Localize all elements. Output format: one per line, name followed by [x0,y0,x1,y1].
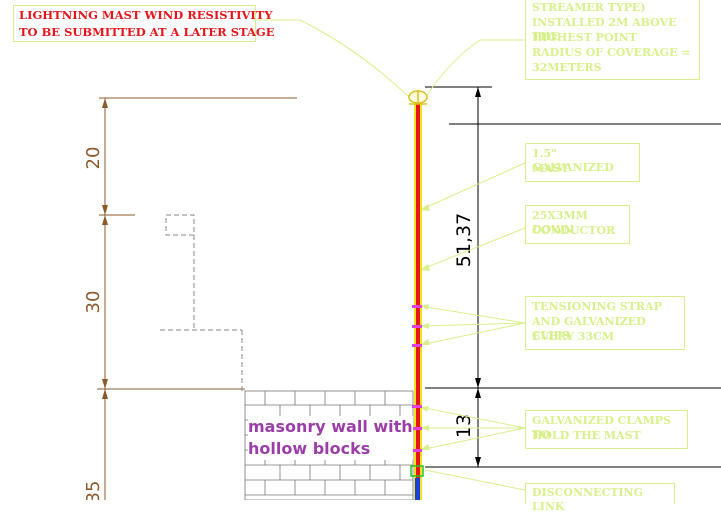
strap-note-line2: AND GALVANIZED CLIPS [532,315,646,342]
leader-arrowheads [420,204,430,450]
disconnecting-link-icon [410,465,424,477]
clamps-note-line2: HOLD THE MAST [532,429,641,442]
clamps-note-box: GALVANIZED CLAMPS TO HOLD THE MAST [525,410,688,449]
air-terminal-note-box: STREAMER TYPE) INSTALLED 2M ABOVE THE HI… [525,0,700,80]
clamps-note-line1: GALVANIZED CLAMPS TO [532,414,671,441]
mast-note-box: 1.5" GALVANIZED MAST [525,143,640,182]
strap-note-line3: EVERY 33CM [532,330,615,343]
strap-note-box: TENSIONING STRAP AND GALVANIZED CLIPS EV… [525,296,685,350]
dimension-35: 35 [83,481,104,500]
air-terminal-note-line3: HIGHEST POINT [532,31,637,44]
link-note-line1: DISCONNECTING LINK [532,486,643,513]
air-terminal-note-line1: STREAMER TYPE) [532,1,646,14]
galvanized-clips [412,305,422,452]
dashed-building-outline [160,214,243,392]
link-note-box: DISCONNECTING LINK [525,483,675,513]
mast-note-line1: 1.5" GALVANIZED [532,147,614,174]
strap-note-line1: TENSIONING STRAP [532,300,662,313]
right-dimension-lines [425,86,721,468]
masonry-wall-note: masonry wall with hollow blocks [248,416,413,460]
air-terminal-icon [408,90,428,105]
lightning-mast [414,104,422,500]
air-terminal-note-line5: 32METERS [532,61,602,74]
dimension-arrows [102,98,108,399]
dimension-wall-height: 13 [453,414,475,438]
air-terminal-note-line2: INSTALLED 2M ABOVE THE [532,16,677,43]
conductor-note-line1: 25X3MM DOWN [532,209,588,236]
conductor-note-line2: CONDUCTOR [532,224,616,237]
mast-note-line2: MAST [532,162,569,175]
warning-note-line2: TO BE SUBMITTED AT A LATER STAGE [19,25,275,39]
warning-note-line1: LIGHTNING MAST WIND RESISTIVITY [19,8,273,22]
right-dimension-arrows [475,87,481,467]
conductor-note-box: 25X3MM DOWN CONDUCTOR [525,205,630,244]
air-terminal-note-line4: RADIUS OF COVERAGE = [532,46,691,59]
masonry-wall-note-line2: hollow blocks [248,439,371,458]
earth-conductor [415,478,420,500]
dimension-20: 20 [83,147,104,170]
warning-note: LIGHTNING MAST WIND RESISTIVITY TO BE SU… [13,5,275,42]
masonry-wall-note-line1: masonry wall with [248,417,413,436]
dimension-30: 30 [83,291,104,314]
leader-lines [254,19,526,491]
dimension-mast-height: 51,37 [453,213,475,267]
